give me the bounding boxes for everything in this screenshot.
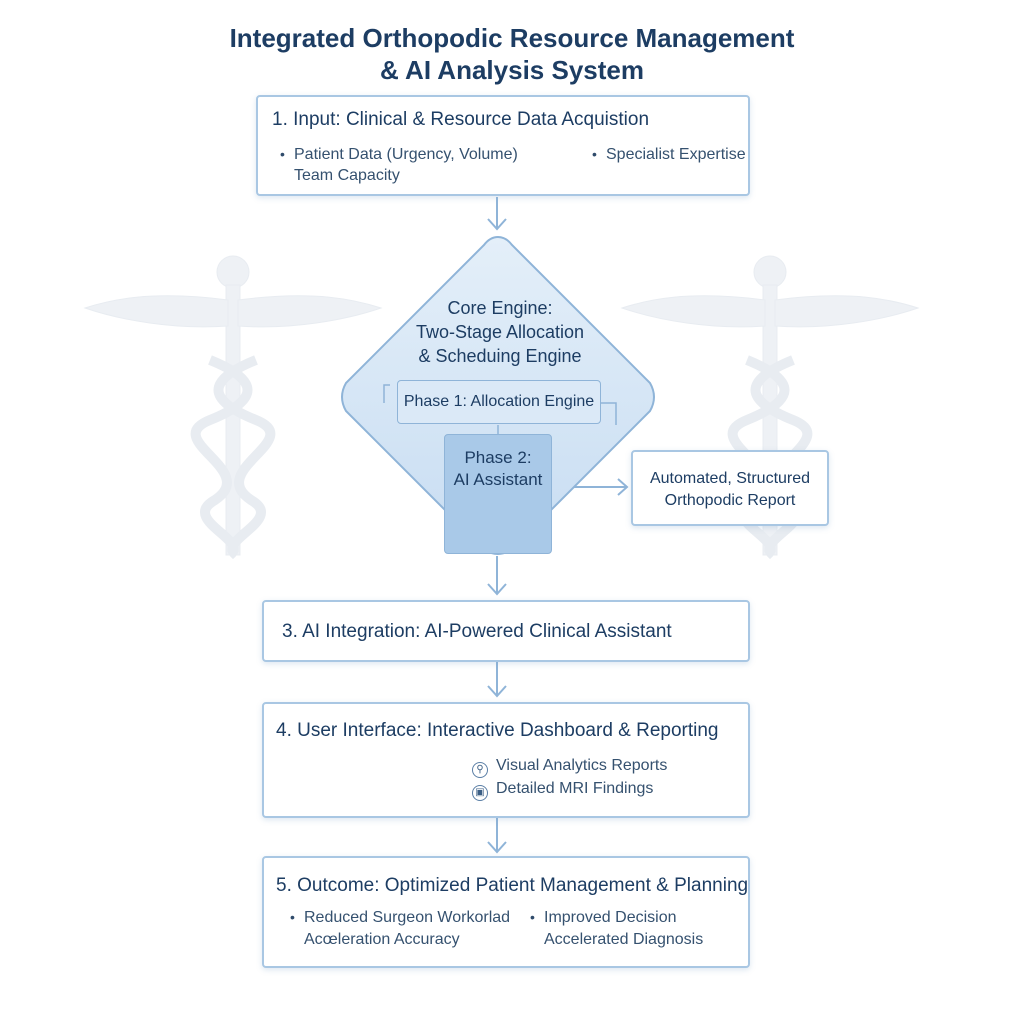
arrowhead — [487, 685, 507, 698]
report-line-2: Orthopodic Report — [664, 492, 796, 509]
user-interface-title: 4. User Interface: Interactive Dashboard… — [276, 720, 719, 741]
caduceus-icon-left — [83, 255, 383, 559]
outcome-title: 5. Outcome: Optimized Patient Management… — [276, 875, 749, 896]
phase1-allocation-engine: Phase 1: Allocation Engine — [397, 380, 601, 424]
bullet: • — [280, 146, 285, 162]
person-icon: ⚲ — [472, 762, 488, 778]
outcome-item-improved-decision: •Improved Decision — [530, 909, 677, 926]
user-interface-box: 4. User Interface: Interactive Dashboard… — [262, 702, 750, 818]
input-item-patient-data: •Patient Data (Urgency, Volume) — [280, 146, 518, 163]
title-line-1: Integrated Orthopodic Resource Managemen… — [229, 23, 795, 53]
diagram-title: Integrated Orthopodic Resource Managemen… — [0, 22, 1024, 86]
scan-icon: ▣ — [472, 785, 488, 801]
outcome-box: 5. Outcome: Optimized Patient Management… — [262, 856, 750, 968]
ui-item-visual-analytics: ⚲Visual Analytics Reports — [472, 757, 667, 778]
outcome-item-accelerated-diagnosis: Accelerated Diagnosis — [544, 931, 704, 948]
ai-integration-title: 3. AI Integration: AI-Powered Clinical A… — [282, 621, 672, 642]
arrowhead — [487, 583, 507, 596]
input-item-specialist-expertise: •Specialist Expertise — [592, 146, 746, 163]
bullet: • — [290, 909, 295, 925]
report-line-1: Automated, Structured — [649, 470, 811, 487]
phase2-line-2: AI Assistant — [453, 470, 543, 489]
bullet: • — [592, 146, 597, 162]
core-line-1: Core Engine: — [447, 298, 553, 318]
input-box: 1. Input: Clinical & Resource Data Acqui… — [256, 95, 750, 196]
bullet: • — [530, 909, 535, 925]
arrowhead — [487, 218, 507, 231]
ai-integration-box: 3. AI Integration: AI-Powered Clinical A… — [262, 600, 750, 662]
ui-item-mri-findings: ▣Detailed MRI Findings — [472, 780, 653, 801]
outcome-item-acceleration: Acœleration Accuracy — [304, 931, 460, 948]
core-line-3: & Scheduing Engine — [418, 346, 582, 366]
title-line-2: & AI Analysis System — [380, 55, 644, 85]
core-engine-label: Core Engine: Two-Stage Allocation & Sche… — [400, 296, 600, 368]
input-box-title: 1. Input: Clinical & Resource Data Acqui… — [272, 109, 650, 130]
core-line-2: Two-Stage Allocation — [415, 322, 585, 342]
phase2-ai-assistant: Phase 2: AI Assistant — [444, 434, 552, 554]
outcome-item-surgeon-workload: •Reduced Surgeon Workorlad — [290, 909, 511, 926]
phase2-line-1: Phase 2: — [464, 448, 532, 467]
arrowhead — [617, 478, 629, 496]
arrowhead — [487, 841, 507, 854]
input-item-team-capacity: Team Capacity — [294, 167, 400, 184]
orthopodic-report-box: Automated, Structured Orthopodic Report — [631, 450, 829, 526]
